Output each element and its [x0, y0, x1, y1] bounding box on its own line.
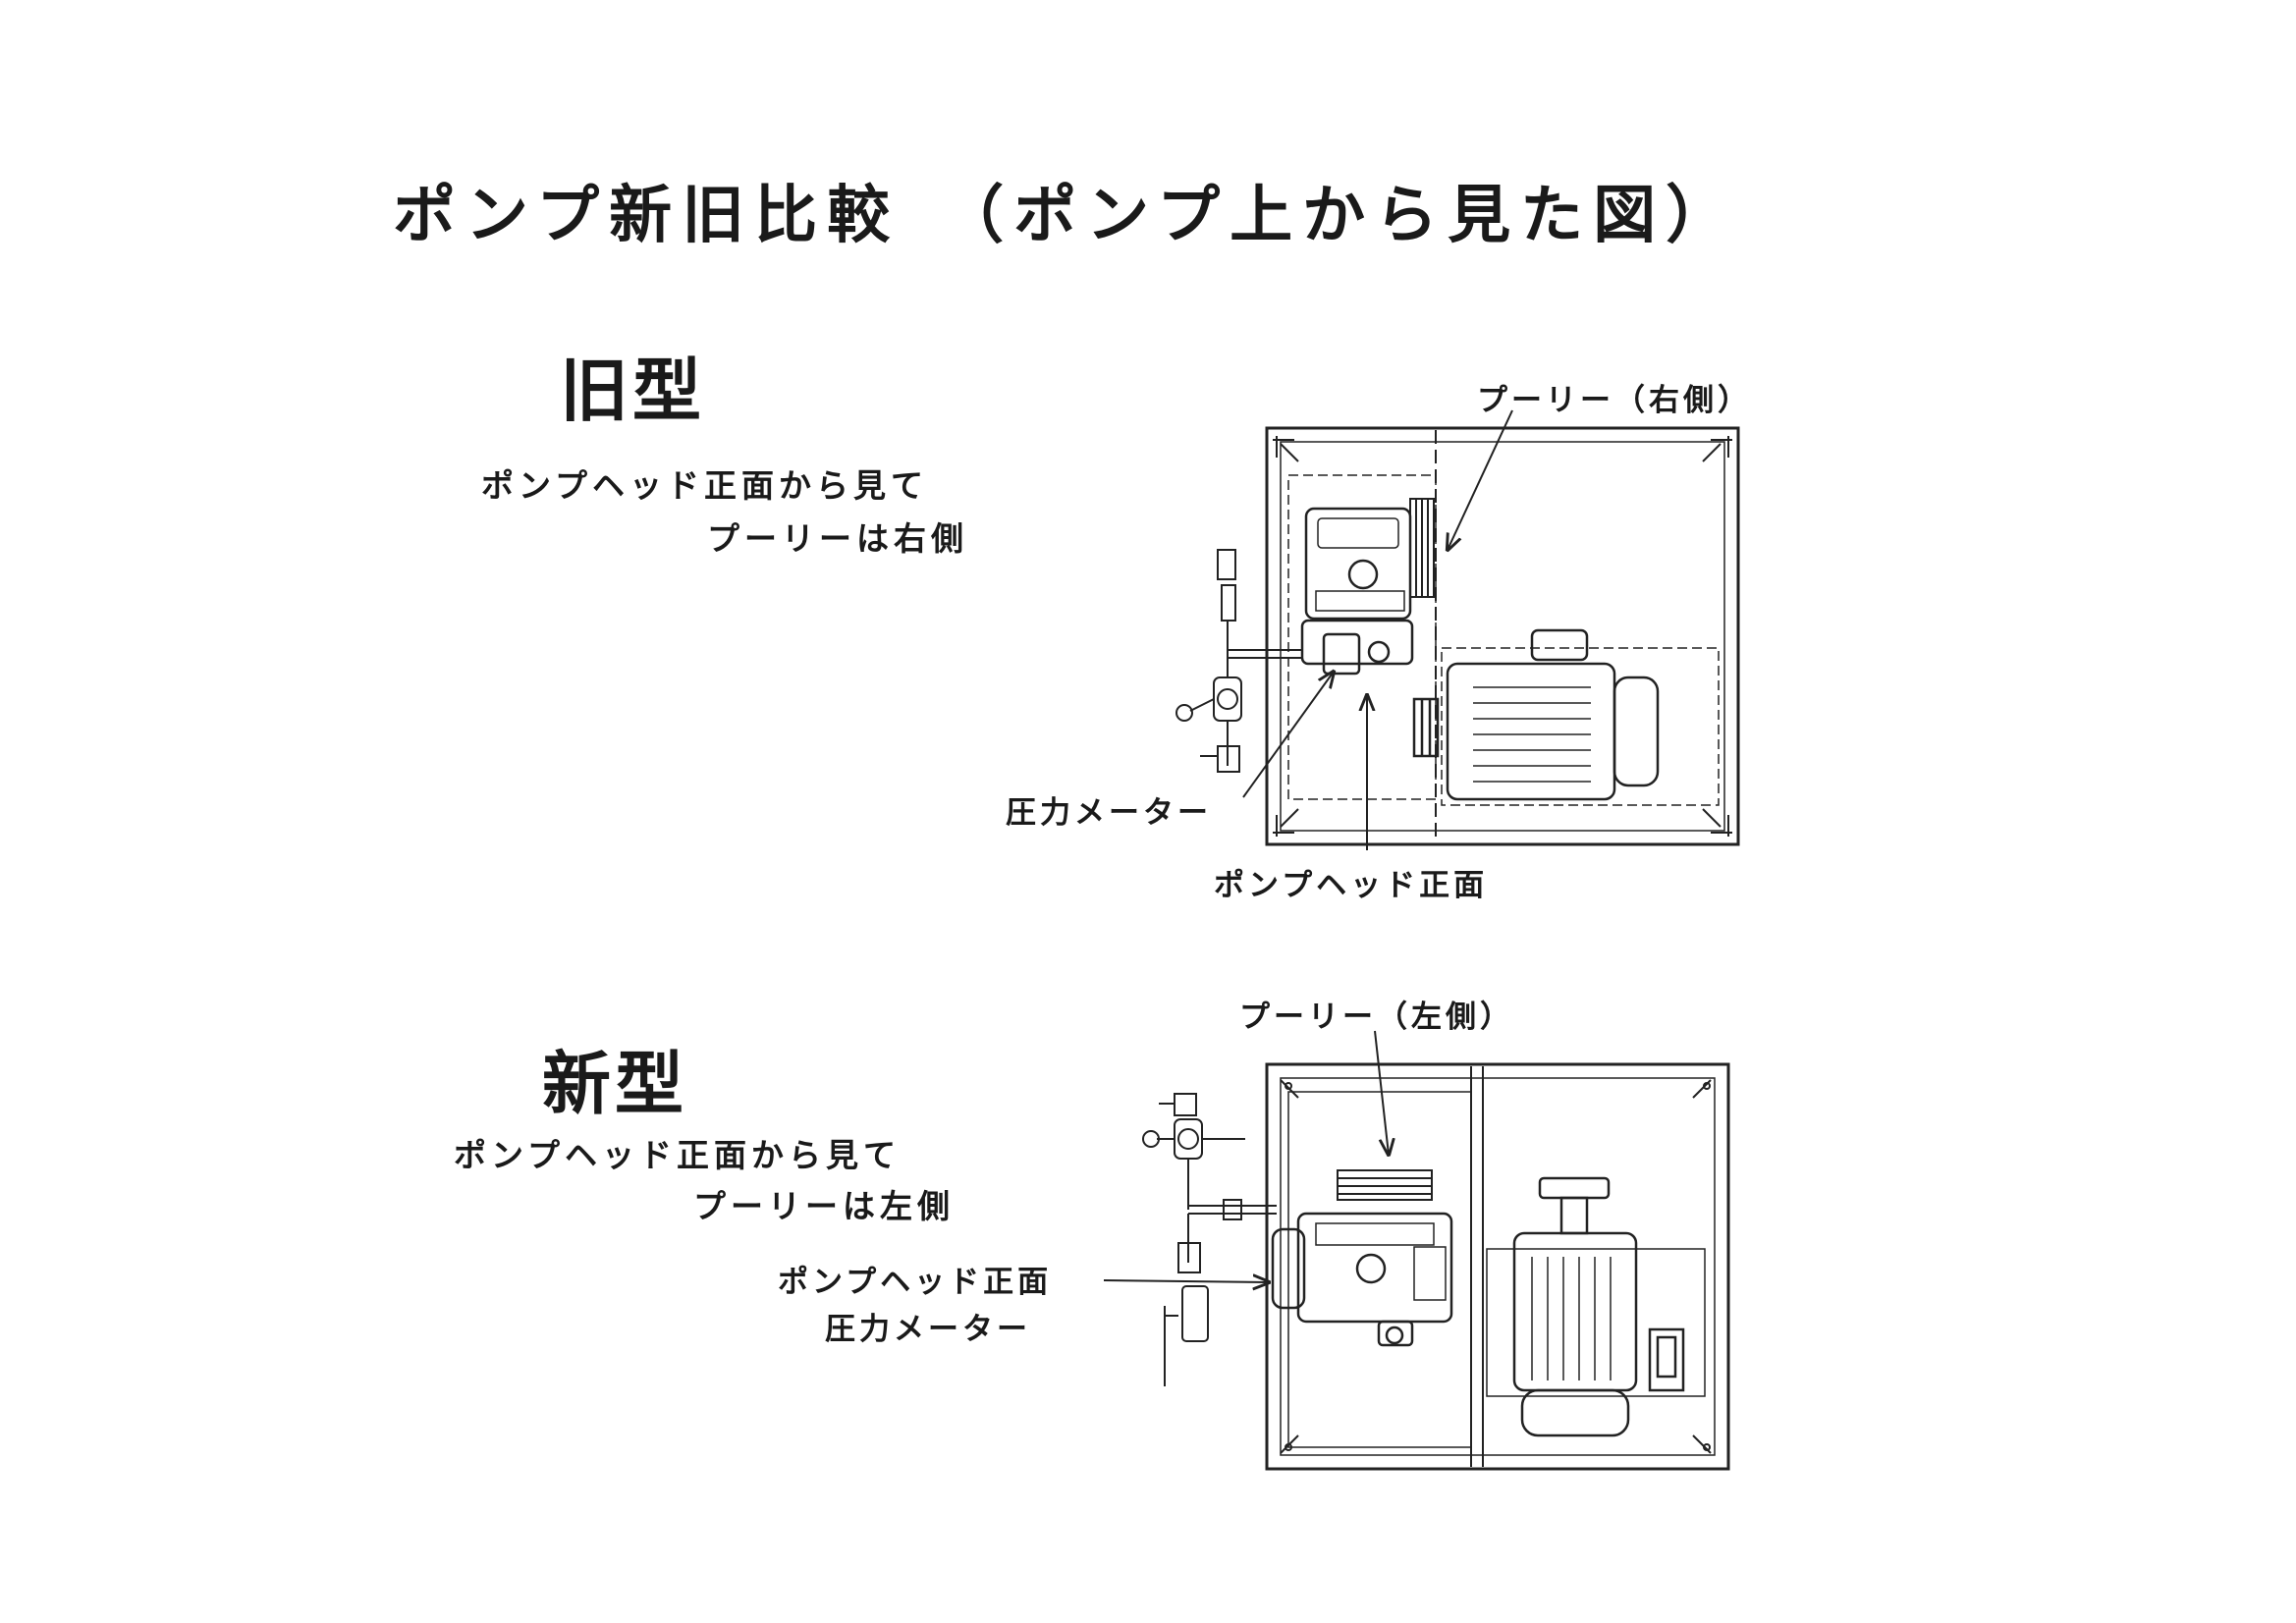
new-model-description-line2: プーリーは左側	[693, 1187, 955, 1225]
old-pump-body	[1300, 507, 1414, 676]
old-pulley-arrow	[1448, 409, 1513, 550]
old-model-heading: 旧型	[560, 351, 705, 431]
old-pump-head-front-label: ポンプヘッド正面	[1214, 868, 1489, 903]
new-pressure-gauge-label: 圧力メーター	[825, 1312, 1031, 1347]
old-base-plate	[1265, 426, 1740, 846]
old-pulley	[1409, 498, 1435, 598]
old-pressure-gauge-label: 圧力メーター	[1006, 795, 1212, 831]
new-model-heading: 新型	[542, 1044, 687, 1124]
new-pulley-label: プーリー（左側）	[1239, 1000, 1514, 1035]
new-pump-head-front-label: ポンプヘッド正面	[778, 1265, 1053, 1300]
old-gauge-arrow	[1242, 672, 1334, 798]
old-model-description-line2: プーリーは右側	[707, 519, 968, 558]
new-motor	[1512, 1176, 1685, 1437]
old-piping	[1175, 549, 1302, 773]
old-corner-brackets	[1273, 436, 1732, 837]
new-corner-brackets	[1280, 1079, 1712, 1454]
new-model-description-line1: ポンプヘッド正面から見て	[454, 1136, 902, 1174]
new-leader-arrows	[1103, 1030, 1389, 1282]
old-model-description-line1: ポンプヘッド正面から見て	[481, 466, 929, 505]
new-pulley	[1337, 1169, 1433, 1201]
new-head-arrow	[1103, 1280, 1269, 1282]
new-pulley-arrow	[1374, 1030, 1389, 1155]
page-title: ポンプ新旧比較 （ポンプ上から見た図）	[393, 180, 1739, 252]
old-pump-unit-drawing	[1175, 426, 1740, 846]
new-pump-unit-drawing	[1142, 1062, 1730, 1471]
new-piping	[1142, 1093, 1277, 1386]
old-leader-arrows	[1242, 409, 1513, 850]
old-pulley-label: プーリー（右側）	[1477, 383, 1752, 418]
new-base-plate	[1265, 1062, 1730, 1471]
old-motor	[1412, 628, 1660, 801]
new-pump-body	[1271, 1212, 1453, 1347]
